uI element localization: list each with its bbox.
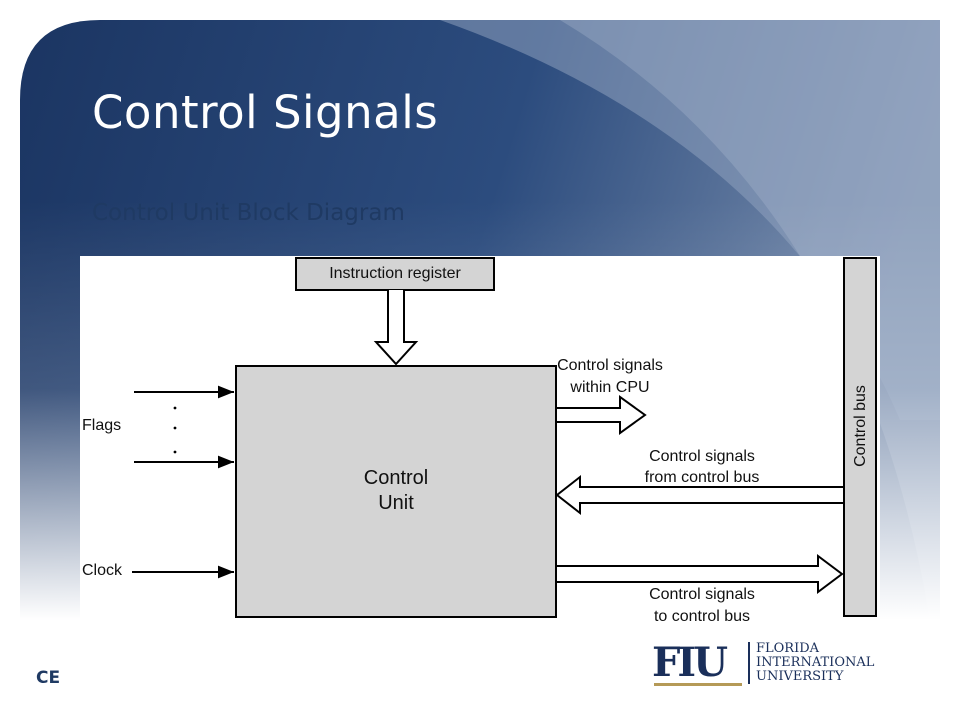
svg-text:Control signals: Control signals xyxy=(649,586,755,603)
svg-text:Control bus: Control bus xyxy=(852,385,869,467)
signals-within-cpu: Control signals within CPU xyxy=(557,357,663,435)
svg-text:Control signals: Control signals xyxy=(649,448,755,465)
fiu-logo-line-2: INTERNATIONAL xyxy=(756,655,875,670)
svg-text:Unit: Unit xyxy=(378,492,414,514)
svg-text:Clock: Clock xyxy=(82,562,123,579)
svg-text:Instruction register: Instruction register xyxy=(329,265,461,282)
fiu-logo-line-3: UNIVERSITY xyxy=(756,669,844,684)
control-unit-block-diagram: Instruction register Control Unit Flags … xyxy=(80,256,880,624)
signals-from-control-bus: Control signals from control bus xyxy=(555,448,843,516)
clock-input: Clock xyxy=(82,562,234,579)
control-bus: Control bus xyxy=(843,257,877,617)
svg-text:from control bus: from control bus xyxy=(645,469,760,486)
footer-label: CE xyxy=(36,668,61,688)
svg-text:to control bus: to control bus xyxy=(654,608,750,624)
fiu-logo: FIU FLORIDA INTERNATIONAL UNIVERSITY xyxy=(652,640,892,688)
instruction-to-unit-arrow xyxy=(373,290,419,366)
fiu-logo-mark: FIU xyxy=(652,639,728,686)
flags-inputs: Flags xyxy=(82,385,234,469)
instruction-register: Instruction register xyxy=(295,257,495,291)
svg-text:Control: Control xyxy=(364,467,428,489)
signals-to-control-bus: Control signals to control bus xyxy=(557,554,844,624)
fiu-logo-accent xyxy=(654,683,742,686)
slide-title: Control Signals xyxy=(92,86,439,139)
svg-text:Control signals: Control signals xyxy=(557,357,663,374)
slide-subtitle: Control Unit Block Diagram xyxy=(92,200,405,226)
fiu-logo-divider xyxy=(748,642,750,684)
fiu-logo-line-1: FLORIDA xyxy=(756,641,820,656)
svg-text:Flags: Flags xyxy=(82,417,121,434)
svg-text:within CPU: within CPU xyxy=(569,379,649,396)
control-unit-box: Control Unit xyxy=(235,365,557,618)
